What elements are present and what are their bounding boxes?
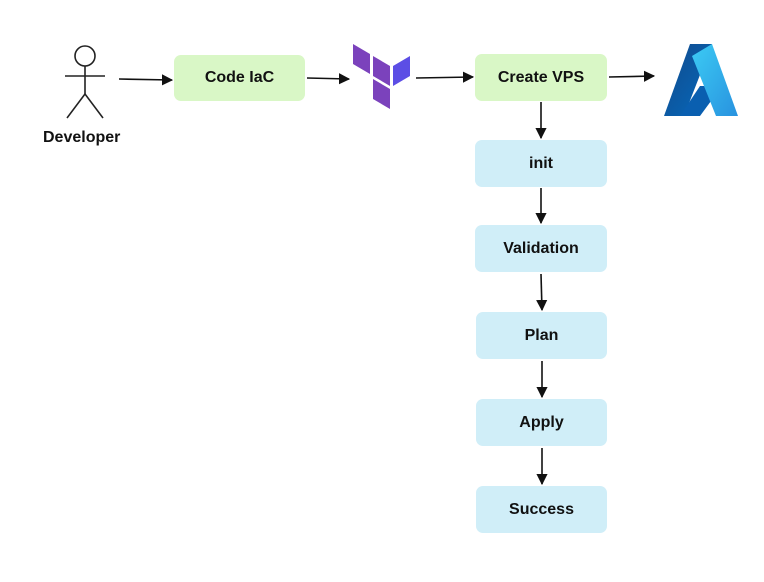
arrow-code-to-terraform [306, 73, 351, 85]
arrow-vps-to-azure [608, 70, 656, 82]
create-vps-node: Create VPS [475, 54, 607, 101]
developer-label: Developer [43, 129, 121, 146]
stick-figure-icon [65, 45, 105, 119]
arrow-terraform-to-vps [415, 71, 475, 83]
azure-logo-icon [664, 44, 738, 116]
plan-node: Plan [476, 312, 607, 359]
arrow-validation-to-plan [536, 273, 548, 312]
terraform-logo-icon [353, 44, 410, 109]
validation-node: Validation [475, 225, 607, 272]
code-iac-node: Code IaC [174, 55, 305, 101]
apply-node: Apply [476, 399, 607, 446]
arrow-developer-to-code [118, 74, 174, 86]
success-node: Success [476, 486, 607, 533]
init-node: init [475, 140, 607, 187]
